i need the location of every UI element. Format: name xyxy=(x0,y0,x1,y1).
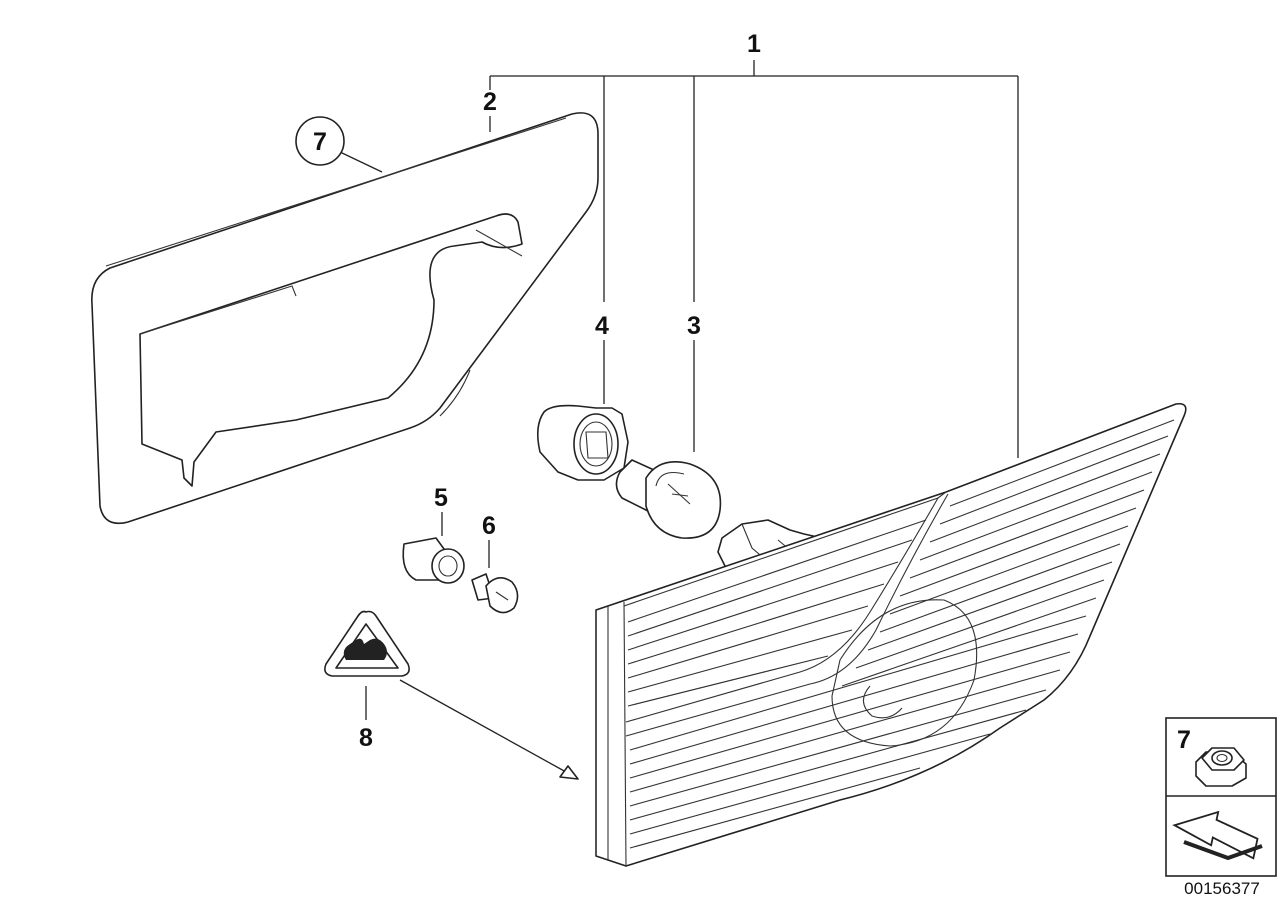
callout-1: 1 xyxy=(747,30,761,58)
legend-callout-7: 7 xyxy=(1177,726,1191,754)
warning-label-part xyxy=(324,610,410,677)
leader-lines xyxy=(339,60,1019,780)
bulb-part xyxy=(615,459,722,539)
callout-3: 3 xyxy=(687,312,701,340)
small-bulb-part xyxy=(471,573,519,614)
callout-4: 4 xyxy=(595,312,609,340)
callout-2: 2 xyxy=(483,88,497,116)
rear-lamp-part xyxy=(595,402,1187,867)
gasket-part xyxy=(91,112,599,525)
callout-5: 5 xyxy=(434,484,448,512)
callout-7: 7 xyxy=(313,128,327,156)
bulb-socket-part xyxy=(536,404,629,481)
small-socket-part xyxy=(402,537,465,584)
catalog-number: 00156377 xyxy=(1184,879,1260,898)
legend-box xyxy=(1165,717,1277,877)
direction-arrow-icon xyxy=(1172,810,1263,861)
nut-icon xyxy=(1195,747,1247,787)
callout-8: 8 xyxy=(359,724,373,752)
callout-7-circle xyxy=(295,116,345,166)
callout-6: 6 xyxy=(482,512,496,540)
